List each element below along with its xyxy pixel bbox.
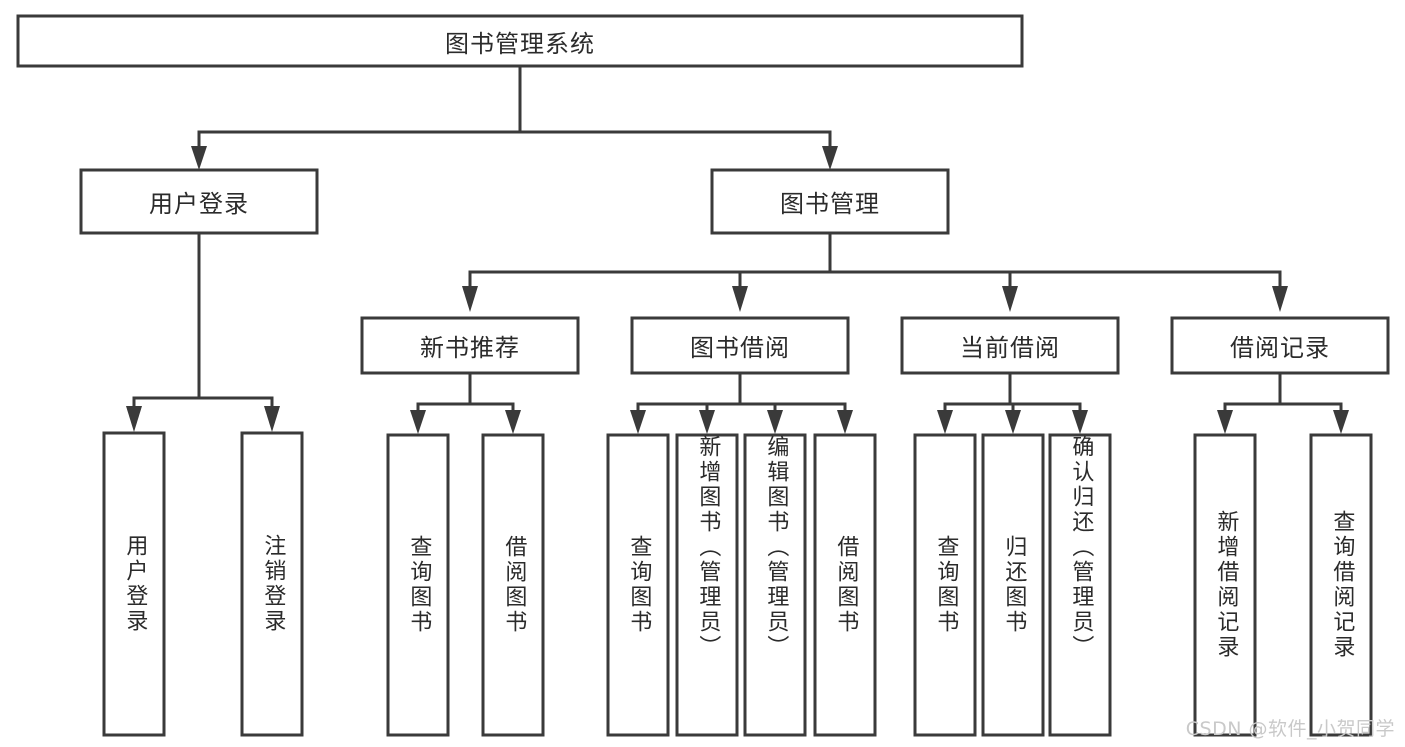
connector-group-user-login	[126, 231, 280, 432]
node-root[interactable]	[16, 14, 1024, 68]
arrowhead-bb-leaf-2	[699, 410, 715, 434]
node-leaf-logout[interactable]	[240, 431, 304, 737]
arrowhead-br-leaf-2	[1333, 410, 1349, 434]
node-leaf-bb-edit-book[interactable]	[743, 433, 807, 737]
arrowhead-current-borrow	[1002, 286, 1018, 312]
arrowhead-new-book	[462, 286, 478, 312]
connector-group-book-manage	[462, 231, 1288, 312]
connector-group-root	[191, 64, 838, 170]
arrowhead-nb-leaf-2	[505, 410, 521, 434]
node-leaf-bb-add-book[interactable]	[675, 433, 739, 737]
node-leaf-br-query-record[interactable]	[1309, 433, 1373, 737]
connector-group-new-book	[410, 371, 521, 434]
connector-group-current-borrow	[937, 371, 1088, 434]
node-leaf-nb-query-book[interactable]	[386, 433, 450, 737]
arrowhead-cb-leaf-2	[1005, 410, 1021, 434]
arrowhead-book-manage	[822, 146, 838, 170]
node-leaf-user-login[interactable]	[102, 431, 166, 737]
arrowhead-cb-leaf-3	[1072, 410, 1088, 434]
node-user-login[interactable]	[79, 168, 319, 235]
arrowhead-br-leaf-1	[1217, 410, 1233, 434]
arrowhead-nb-leaf-1	[410, 410, 426, 434]
arrowhead-book-borrow	[732, 286, 748, 312]
arrowhead-bb-leaf-1	[630, 410, 646, 434]
node-leaf-nb-borrow-book[interactable]	[481, 433, 545, 737]
node-borrow-record[interactable]	[1170, 316, 1390, 375]
node-leaf-br-add-record[interactable]	[1193, 433, 1257, 737]
node-leaf-cb-return-book[interactable]	[981, 433, 1045, 737]
node-book-manage[interactable]	[710, 168, 950, 235]
connector-group-book-borrow	[630, 371, 853, 434]
arrowhead-borrow-record	[1272, 286, 1288, 312]
arrowhead-leaf-logout	[264, 406, 280, 432]
node-leaf-bb-query-book[interactable]	[606, 433, 670, 737]
node-leaf-bb-borrow-book[interactable]	[813, 433, 877, 737]
node-leaf-cb-confirm-return[interactable]	[1048, 433, 1112, 737]
node-leaf-cb-query-book[interactable]	[913, 433, 977, 737]
arrowhead-user-login	[191, 146, 207, 170]
node-new-book-recommend[interactable]	[360, 316, 580, 375]
node-current-borrow[interactable]	[900, 316, 1120, 375]
node-book-borrow[interactable]	[630, 316, 850, 375]
arrowhead-bb-leaf-4	[837, 410, 853, 434]
arrowhead-bb-leaf-3	[767, 410, 783, 434]
connector-group-borrow-record	[1217, 371, 1349, 434]
arrowhead-leaf-user-login	[126, 406, 142, 432]
arrowhead-cb-leaf-1	[937, 410, 953, 434]
